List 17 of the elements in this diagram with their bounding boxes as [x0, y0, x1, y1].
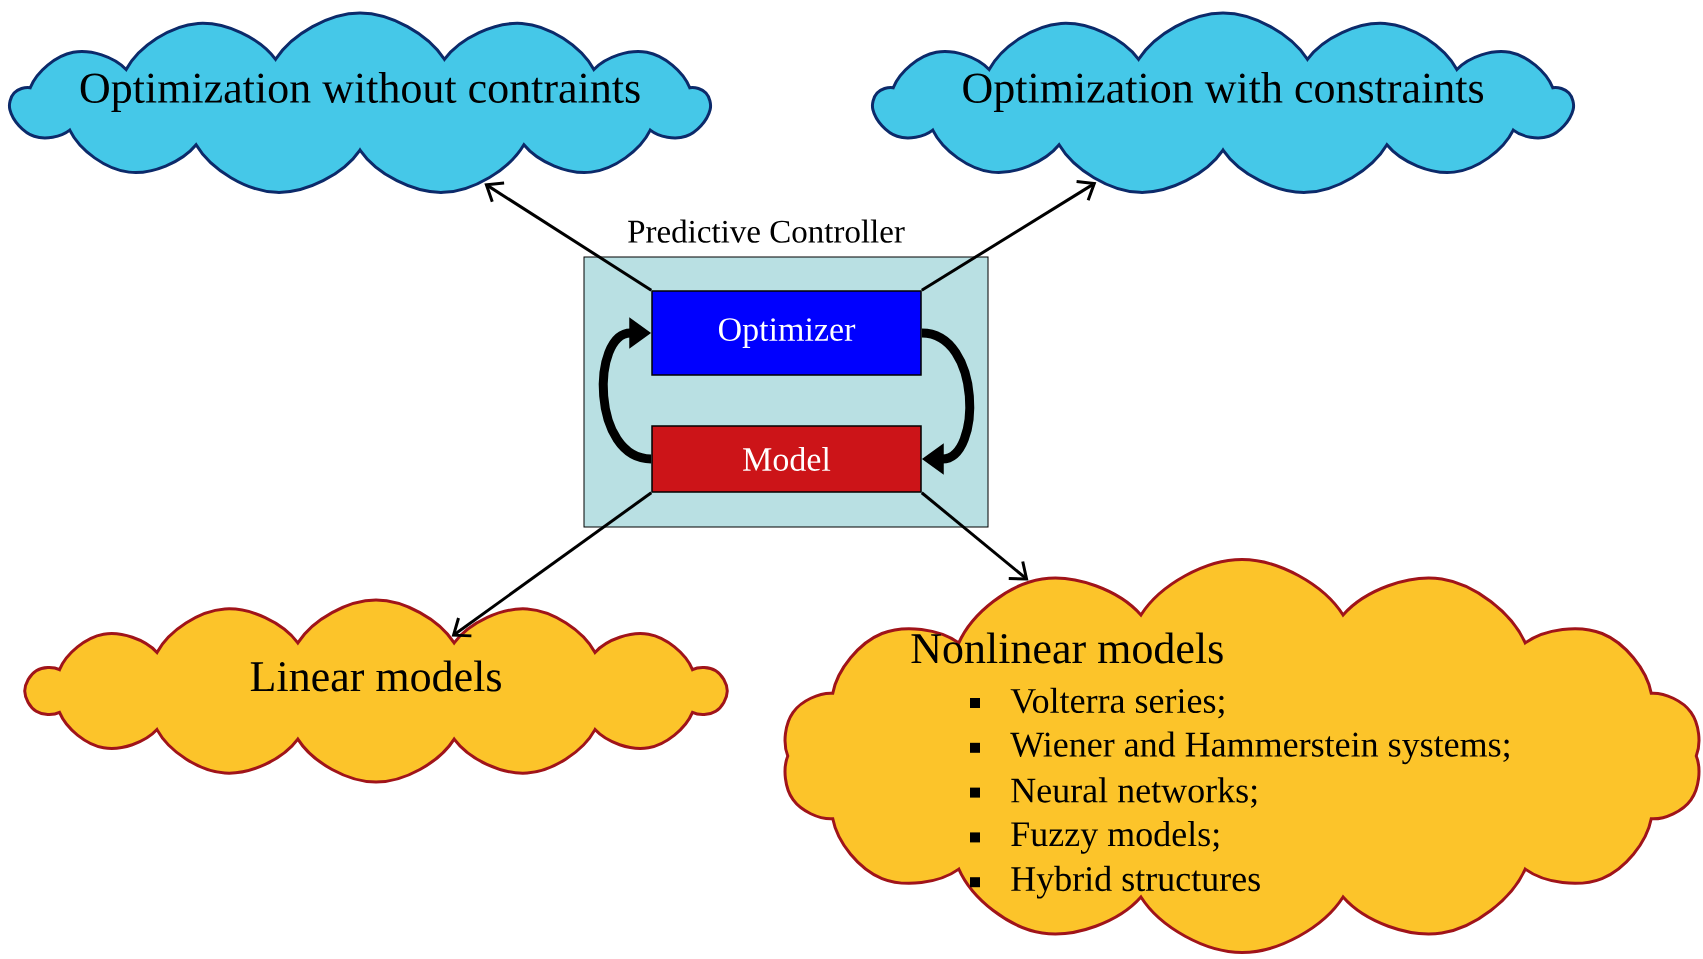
list-item: Hybrid structures: [1011, 865, 1260, 899]
cloud-label: Optimization without contraints: [80, 72, 640, 112]
arrow: [451, 491, 653, 638]
model-box: Model: [651, 425, 922, 493]
optimizer-box: Optimizer: [651, 290, 922, 376]
list-item: Neural networks;: [1011, 777, 1257, 808]
cloud-label: Optimization with constraints: [963, 72, 1483, 112]
arrow: [598, 317, 653, 464]
cloud-label: Linear models: [250, 660, 501, 692]
arrow: [484, 181, 653, 292]
arrow: [920, 180, 1097, 292]
list-item: Fuzzy models;: [1011, 821, 1219, 854]
box-title: Predictive Controller: [628, 219, 905, 243]
cloud-heading: Nonlinear models: [911, 632, 1223, 664]
arrow: [920, 491, 1029, 581]
list-item: Volterra series;: [1010, 687, 1224, 719]
list-item: Wiener and Hammerstein systems;: [1010, 731, 1509, 765]
